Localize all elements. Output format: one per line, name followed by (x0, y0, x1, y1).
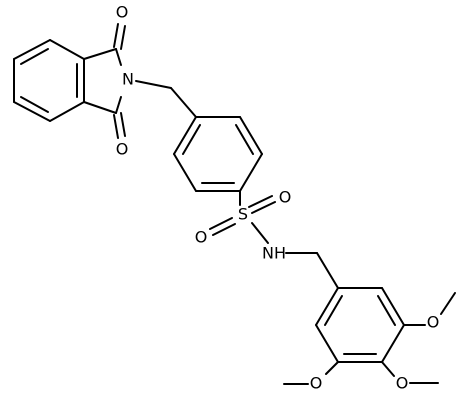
bond (381, 287, 405, 326)
double-bond-inner (235, 124, 254, 155)
bond (251, 222, 269, 244)
nh-label: NH (262, 244, 286, 263)
bond (170, 87, 197, 118)
bond (83, 101, 117, 114)
bond (381, 324, 405, 363)
double-bond-inner (324, 295, 343, 326)
nitrogen-label: N (122, 70, 134, 89)
bond (173, 116, 197, 155)
bond (83, 48, 117, 60)
imide-ring (83, 23, 197, 139)
bond (440, 292, 456, 315)
trimethoxy-benzene-ring (315, 287, 405, 363)
bond (239, 116, 263, 155)
oxygen-label: O (195, 228, 208, 247)
bond (49, 101, 85, 122)
double-bond-inner (182, 124, 201, 155)
phthalimide-benzene-ring (13, 39, 85, 122)
carbonyl-bond (113, 23, 119, 48)
double-bond-inner (377, 295, 396, 326)
bond (49, 39, 85, 60)
bond (13, 101, 51, 122)
carbonyl-bond (120, 112, 126, 137)
double-bond-inner (20, 96, 49, 113)
bond (115, 48, 122, 66)
sulfur-label: S (238, 205, 248, 224)
double-bond-inner (20, 48, 49, 65)
sulfonyl-double-bond (251, 201, 276, 214)
oxygen-label: O (116, 140, 129, 159)
carbonyl-bond (113, 114, 119, 139)
benzyl-linker (285, 252, 339, 289)
bond (315, 287, 339, 326)
bond (173, 153, 197, 192)
atom-labels: O N O S O O NH O O O (116, 3, 440, 393)
sulfonyl-group (209, 190, 276, 244)
central-benzene-ring (173, 116, 263, 192)
bond (315, 324, 339, 363)
methoxy-groups (283, 292, 456, 385)
oxygen-label: O (427, 313, 440, 332)
sulfonyl-double-bond (209, 217, 233, 230)
oxygen-label: O (279, 188, 292, 207)
bond (239, 153, 263, 192)
bond (325, 361, 339, 375)
bond (381, 361, 395, 377)
bond (316, 252, 339, 289)
sulfonyl-double-bond (212, 223, 236, 236)
sulfonyl-double-bond (248, 195, 273, 208)
oxygen-label: O (396, 374, 409, 393)
bond (115, 96, 122, 114)
bond (135, 80, 172, 89)
carbonyl-bond (120, 25, 126, 50)
bond (13, 39, 51, 60)
oxygen-label: O (116, 3, 129, 22)
oxygen-label: O (310, 374, 323, 393)
